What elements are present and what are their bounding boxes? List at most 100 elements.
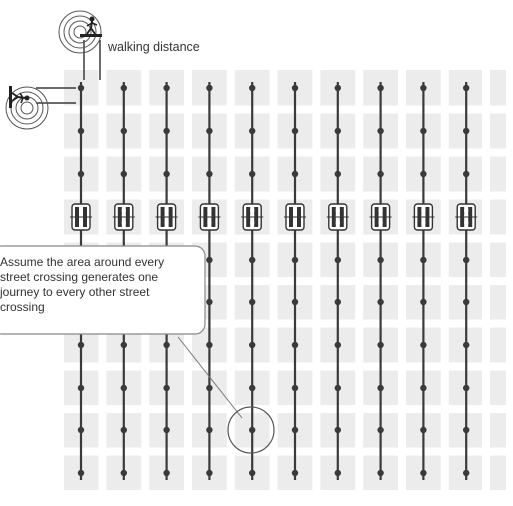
- crossing-node: [206, 256, 213, 264]
- city-block: [490, 285, 506, 320]
- crossing-node: [334, 426, 341, 434]
- crossing-node: [420, 170, 427, 178]
- crossing-node: [377, 256, 384, 264]
- city-block: [490, 370, 506, 405]
- crossing-node: [163, 84, 170, 92]
- crossing-node: [206, 469, 213, 477]
- crossing-node: [291, 469, 299, 477]
- crossing-node: [463, 298, 470, 306]
- highlighted-crossing-ring: [227, 406, 275, 454]
- crossing-node: [291, 170, 299, 178]
- crossing-node: [291, 127, 299, 135]
- crossing-node: [377, 384, 384, 392]
- city-block: [490, 242, 506, 277]
- city-block: [490, 199, 506, 235]
- crossing-node: [249, 341, 256, 349]
- crossing-node: [120, 127, 128, 135]
- bus-icon: [155, 203, 178, 231]
- crossing-node: [420, 256, 427, 264]
- crossing-node: [334, 341, 341, 349]
- callout-line-4: crossing: [0, 300, 45, 314]
- bus-icon: [284, 203, 306, 231]
- crossing-node: [463, 84, 470, 92]
- crossing-node: [463, 384, 470, 392]
- crossing-node: [163, 469, 170, 477]
- crossing-node: [120, 384, 128, 392]
- crossing-node: [120, 84, 128, 92]
- bus-icon: [369, 203, 392, 231]
- bus-icon: [412, 203, 435, 231]
- crossing-node: [249, 256, 256, 264]
- crossing-node: [163, 341, 170, 349]
- crossing-node: [206, 170, 213, 178]
- crossing-node: [206, 127, 213, 135]
- crossing-node: [334, 84, 341, 92]
- crossing-node: [291, 84, 299, 92]
- callout-line-1: Assume the area around every: [0, 255, 164, 269]
- city-block: [490, 113, 506, 149]
- city-block: [490, 156, 506, 192]
- crossing-node: [249, 298, 256, 306]
- crossing-node: [120, 170, 128, 178]
- crossing-node: [77, 341, 85, 349]
- buses: [70, 203, 478, 231]
- crossing-node: [77, 84, 85, 92]
- crossing-node: [420, 426, 427, 434]
- crossing-node: [463, 469, 470, 477]
- crossing-node: [163, 426, 170, 434]
- crossing-node: [291, 256, 299, 264]
- crossing-node: [420, 384, 427, 392]
- bus-icon: [112, 203, 135, 231]
- crossing-node: [249, 469, 256, 477]
- bus-icon: [455, 203, 478, 231]
- callout-box: Assume the area around every street cros…: [0, 245, 206, 335]
- bus-icon: [70, 203, 92, 231]
- crossing-node: [420, 84, 427, 92]
- crossing-node: [377, 84, 384, 92]
- bus-icon: [326, 203, 349, 231]
- crossing-node: [334, 384, 341, 392]
- crossing-node: [120, 469, 128, 477]
- crossing-node: [206, 426, 213, 434]
- crossing-node: [77, 426, 85, 434]
- crossing-node: [334, 298, 341, 306]
- crossing-node: [291, 341, 299, 349]
- crossing-node: [206, 84, 213, 92]
- left-signal-icon: [5, 86, 49, 130]
- crossing-node: [249, 127, 256, 135]
- callout-line-2: street crossing generates one: [0, 270, 158, 284]
- city-block: [490, 455, 506, 490]
- crossing-node: [206, 384, 213, 392]
- crossing-node: [377, 341, 384, 349]
- top-signal-icon: [58, 10, 102, 54]
- crossing-node: [463, 341, 470, 349]
- crossing-node: [163, 170, 170, 178]
- crossing-node: [249, 170, 256, 178]
- crossing-node: [77, 127, 85, 135]
- crossing-node: [377, 469, 384, 477]
- crossing-node: [463, 170, 470, 178]
- crossing-node: [163, 127, 170, 135]
- crossing-node: [77, 469, 85, 477]
- crossing-node: [334, 469, 341, 477]
- callout-pointer: [177, 336, 275, 454]
- crossing-node: [291, 298, 299, 306]
- crossing-node: [206, 341, 213, 349]
- crossing-node: [291, 426, 299, 434]
- walking-distance-label: walking distance: [107, 40, 200, 54]
- crossing-node: [249, 384, 256, 392]
- crossing-node: [249, 426, 256, 434]
- crossing-node: [163, 384, 170, 392]
- bus-icon: [241, 203, 264, 231]
- crossing-node: [420, 127, 427, 135]
- crossing-node: [291, 384, 299, 392]
- crossing-node: [377, 170, 384, 178]
- crossing-node: [420, 298, 427, 306]
- walking-person-rotated-icon: [9, 86, 30, 108]
- crossing-node: [120, 426, 128, 434]
- crossing-node: [463, 426, 470, 434]
- city-block: [490, 70, 506, 106]
- crossing-node: [377, 426, 384, 434]
- crossing-node: [420, 469, 427, 477]
